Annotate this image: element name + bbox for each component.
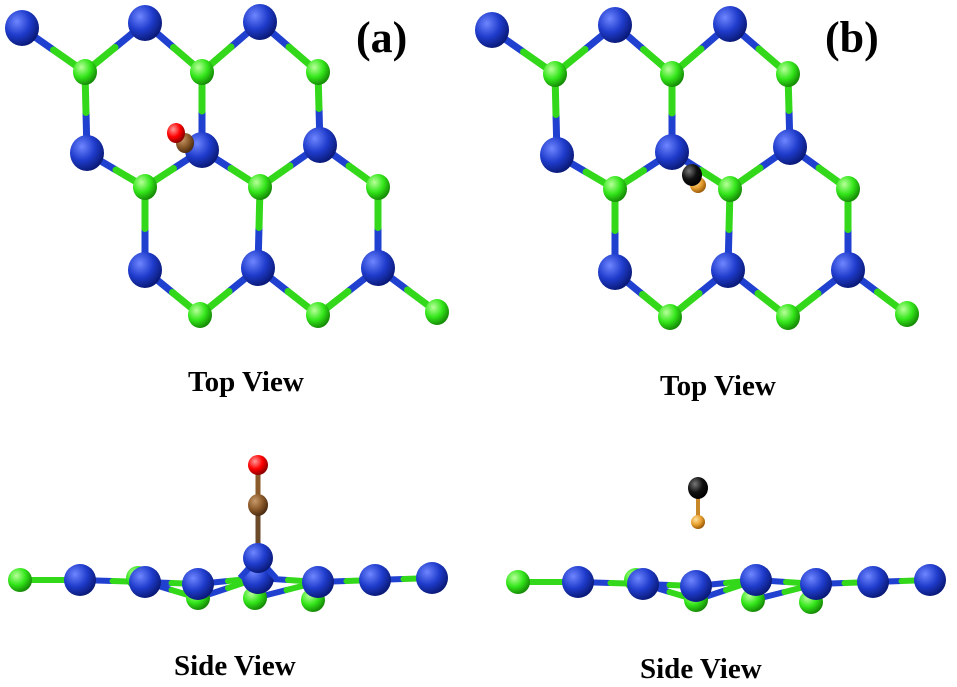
adsorbate-upper-atom xyxy=(248,455,268,475)
adsorbate-lower-atom xyxy=(248,494,268,516)
adsorbate-upper-atom xyxy=(682,164,702,186)
small-atom xyxy=(895,301,919,327)
panel-a-top-view-label: Top View xyxy=(188,366,304,398)
large-atom xyxy=(800,568,832,600)
small-atom xyxy=(506,570,530,594)
large-atom xyxy=(773,129,807,165)
large-atom xyxy=(128,252,162,288)
small-atom xyxy=(776,61,800,87)
large-atom xyxy=(680,570,712,602)
panel-b-top-view-label: Top View xyxy=(660,370,776,402)
large-atom xyxy=(598,254,632,290)
large-atom xyxy=(627,568,659,600)
small-atom xyxy=(190,59,214,85)
large-atom xyxy=(740,564,772,596)
panel-a-side-view xyxy=(8,455,448,612)
large-atom xyxy=(655,134,689,170)
small-atom xyxy=(658,304,682,330)
large-atom xyxy=(598,7,632,43)
panel-b-side-view-label: Side View xyxy=(640,653,762,685)
small-atom xyxy=(306,59,330,85)
large-atom xyxy=(70,135,104,171)
large-atom xyxy=(416,562,448,594)
large-atom xyxy=(5,10,39,46)
small-atom xyxy=(718,176,742,202)
large-atom xyxy=(129,566,161,598)
large-atom xyxy=(243,543,273,573)
small-atom xyxy=(660,61,684,87)
large-atom xyxy=(359,564,391,596)
large-atom xyxy=(831,252,865,288)
small-atom xyxy=(306,302,330,328)
small-atom xyxy=(425,299,449,325)
panel-b-label: (b) xyxy=(825,13,879,62)
large-atom xyxy=(182,568,214,600)
large-atom xyxy=(128,5,162,41)
small-atom xyxy=(188,302,212,328)
small-atom xyxy=(248,174,272,200)
large-atom xyxy=(64,564,96,596)
large-atom xyxy=(914,564,946,596)
large-atom xyxy=(303,127,337,163)
large-atom xyxy=(302,566,334,598)
large-atom xyxy=(361,250,395,286)
small-atom xyxy=(543,61,567,87)
large-atom xyxy=(243,4,277,40)
adsorbate-upper-atom xyxy=(688,477,708,499)
panel-a-side-view-label: Side View xyxy=(174,650,296,682)
large-atom xyxy=(713,6,747,42)
adsorbate-upper-atom xyxy=(167,123,185,143)
small-atom xyxy=(73,59,97,85)
large-atom xyxy=(857,566,889,598)
small-atom xyxy=(133,174,157,200)
adsorbate-lower-atom xyxy=(691,515,705,529)
small-atom xyxy=(366,174,390,200)
small-atom xyxy=(8,568,32,592)
small-atom xyxy=(603,176,627,202)
small-atom xyxy=(836,176,860,202)
large-atom xyxy=(711,252,745,288)
panel-b-side-view xyxy=(506,477,946,614)
large-atom xyxy=(241,250,275,286)
panel-b-top-view xyxy=(475,6,919,330)
large-atom xyxy=(540,137,574,173)
small-atom xyxy=(776,304,800,330)
large-atom xyxy=(562,566,594,598)
large-atom xyxy=(475,12,509,48)
panel-a-top-view xyxy=(5,4,449,328)
panel-a-label: (a) xyxy=(356,13,408,62)
